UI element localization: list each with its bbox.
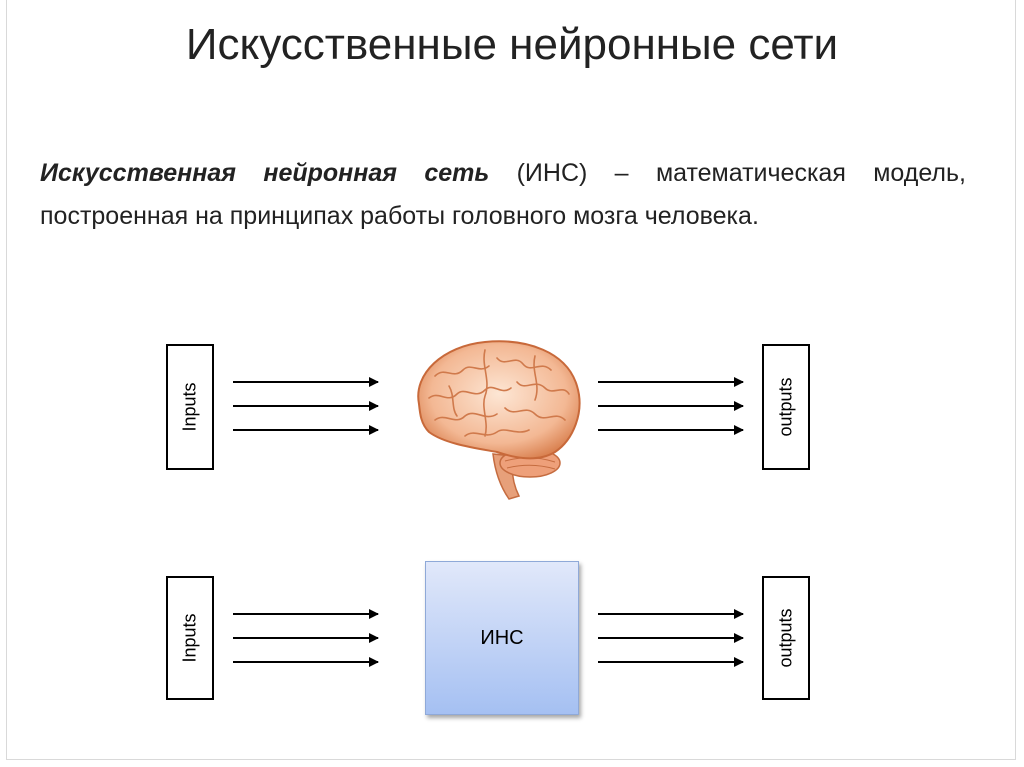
ins-label: ИНС: [480, 626, 524, 649]
ins-block: ИНС: [425, 561, 579, 715]
slide-frame: [6, 0, 1016, 760]
outputs-box-ins: outputs: [762, 576, 810, 700]
inputs-box-brain: Inputs: [166, 344, 214, 470]
definition-term: Искусственная нейронная сеть: [40, 159, 490, 187]
slide-title: Искусственные нейронные сети: [185, 20, 839, 69]
definition-text: (ИНС) – математическая модель, построенн…: [40, 159, 966, 230]
brain-icon: [417, 340, 581, 500]
inputs-box-ins: Inputs: [166, 576, 214, 700]
definition-paragraph: Искусственная нейронная сеть (ИНС) – мат…: [40, 152, 966, 238]
outputs-box-brain: outputs: [762, 344, 810, 470]
